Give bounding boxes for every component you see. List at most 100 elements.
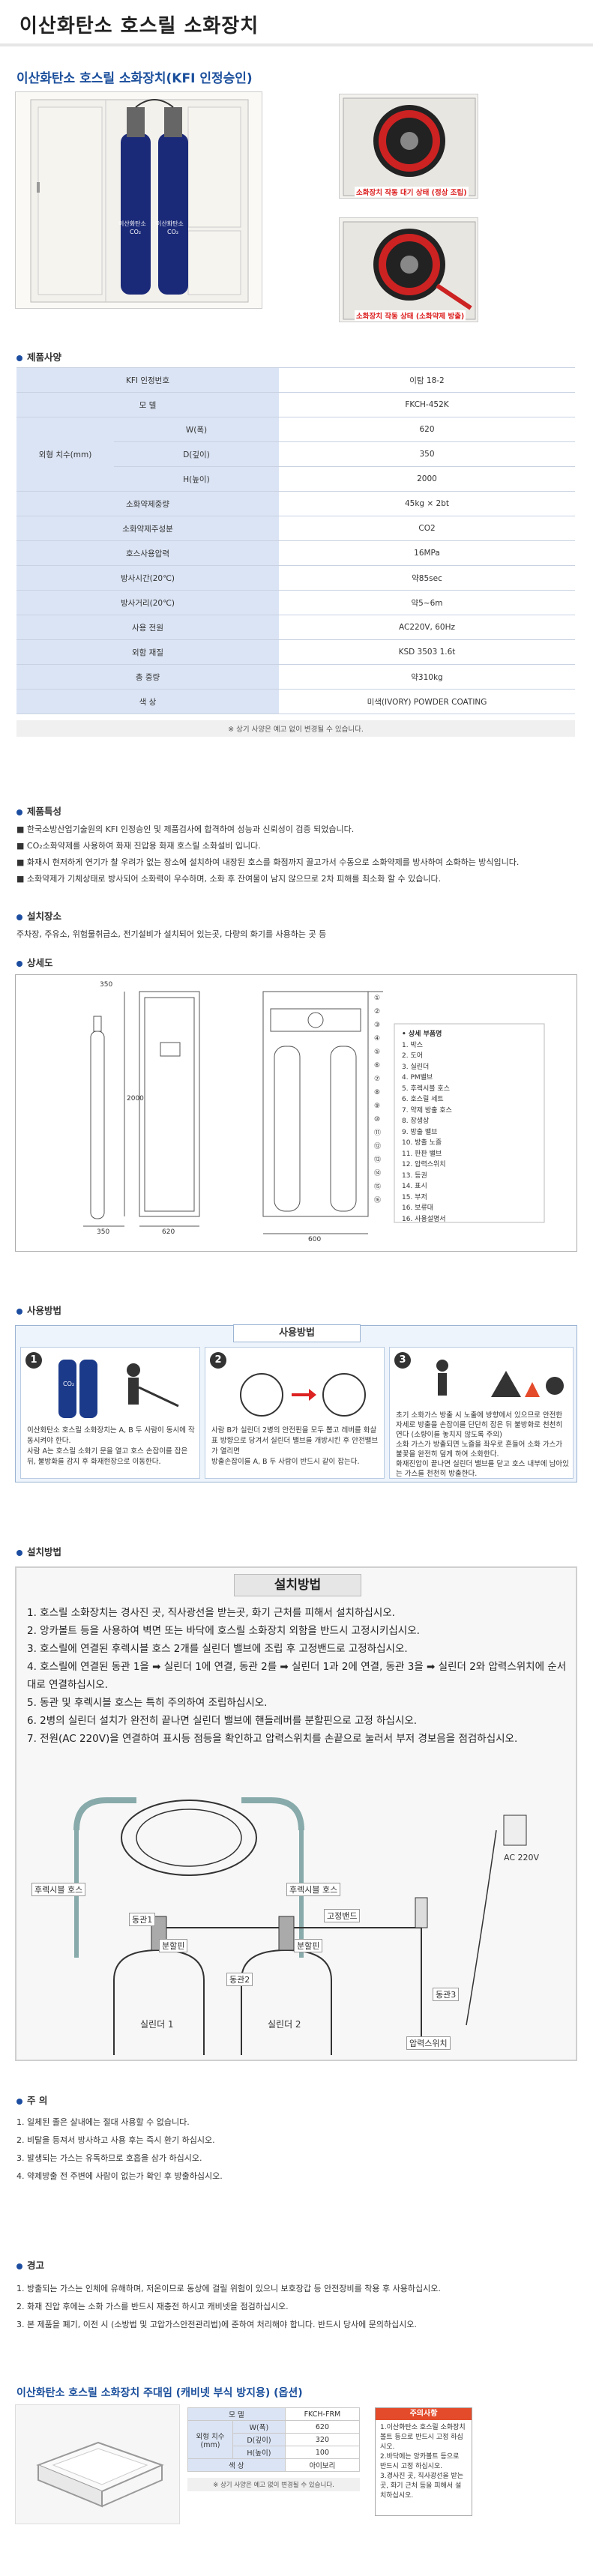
places-text: 주차장, 주유소, 위험물취급소, 전기설비가 설치되어 있는곳, 다량의 화기…: [16, 929, 327, 939]
usage-step-2: 2 사람 B가 실린더 2병의 안전핀을 모두 뽑고 레버를 화살표 방향으로 …: [205, 1347, 385, 1479]
cabinet-photo: 이산화탄소 CO₂ 이산화탄소 CO₂: [15, 91, 262, 309]
install-panel: 설치방법 1. 호스릴 소화장치는 경사진 곳, 직사광선을 받는곳, 화기 근…: [15, 1566, 577, 2061]
bullet-icon: [16, 1308, 22, 1315]
list-item: 3. 발생되는 가스는 유독하므로 호흡을 삼가 하십시오.: [16, 2153, 202, 2163]
cabinet-photo: [15, 2404, 180, 2524]
dim-width-2: 600: [308, 1236, 322, 1243]
bullet-icon: [16, 1549, 22, 1556]
cabinet-stand-illustration: [36, 2441, 164, 2508]
table-row: H(높이)100: [188, 2446, 361, 2459]
step-1-cylinder-label: CO₂: [63, 1381, 75, 1387]
bullet-icon: [16, 355, 22, 361]
product-subtitle: 이산화탄소 호스릴 소화장치(KFI 인정승인): [16, 71, 253, 86]
list-item: 3. 본 제품을 폐기, 이전 시 (소방법 및 고압가스안전관리법)에 준하여…: [16, 2320, 417, 2329]
list-item: ■ 소화약제가 기체상태로 방사되어 소화력이 우수하며, 소화 후 잔여물이 …: [16, 874, 442, 884]
step-1-illustration: [58, 1360, 179, 1418]
hose-reel-icon: [343, 97, 476, 196]
label-pressure-switch: 압력스위치: [406, 2036, 451, 2050]
usage-panel: 사용방법 1 CO₂ 이산화탄소 호스릴 소화장치는 A, B 두 사람이 동시…: [15, 1324, 577, 1482]
cylinder-label-1: 이산화탄소: [118, 220, 146, 227]
cabinet-note: ※ 상기 사양은 예고 없이 변경될 수 있습니다.: [187, 2478, 360, 2491]
list-item: 1. 호스릴 소화장치는 경사진 곳, 직사광선을 받는곳, 화기 근처를 피해…: [27, 1607, 395, 1619]
features-heading: 제품특성: [16, 803, 61, 818]
bullet-icon: [16, 960, 22, 967]
list-item: 2. 비탈을 등져서 방사하고 사용 후는 즉시 환기 하십시오.: [16, 2135, 215, 2145]
label-power: AC 220V: [504, 1853, 540, 1862]
bullet-icon: [16, 2098, 22, 2105]
step-number-2: 2: [210, 1352, 226, 1369]
label-tube-3: 동관3: [433, 1988, 460, 2001]
label-tube-2: 동관2: [226, 1973, 253, 1986]
usage-banner: 사용방법: [233, 1324, 361, 1342]
cabinet-title: 이산화탄소 호스릴 소화장치 주대임 (캐비넷 부식 방지용) (옵션): [16, 2387, 303, 2399]
list-item: 2. 화재 진압 후에는 소화 가스를 반드시 재충전 하시고 캐비넷을 점검하…: [16, 2302, 289, 2311]
label-tube-1: 동관1: [129, 1913, 156, 1926]
list-item: 2. 앙카볼트 등을 사용하여 벽면 또는 바닥에 호스릴 소화장치 외함을 반…: [27, 1625, 420, 1637]
warning-heading: 경고: [16, 2257, 44, 2272]
label-cylinder-1: 실린더 1: [140, 2019, 174, 2030]
label-cylinder-2: 실린더 2: [268, 2019, 301, 2030]
detail-heading: 상세도: [16, 955, 53, 969]
dim-depth-top: 350: [100, 981, 113, 989]
list-item: ■ 화재시 현저하게 연기가 찰 우려가 없는 장소에 설치하여 내장된 호스를…: [16, 857, 520, 867]
warning-list: 1. 방출되는 가스는 인체에 유해하며, 저온이므로 동상에 걸릴 위험이 있…: [16, 2280, 579, 2334]
list-item: 1. 일체된 졸은 살내에는 절대 사용할 수 없습니다.: [16, 2117, 190, 2127]
page-header: 이산화탄소 호스릴 소화장치: [0, 0, 593, 46]
install-list: 1. 호스릴 소화장치는 경사진 곳, 직사광선을 받는곳, 화기 근처를 피해…: [27, 1604, 568, 1748]
step-2-text: 사람 B가 실린더 2병의 안전핀을 모두 뽑고 레버를 화살표 방향으로 당겨…: [211, 1426, 379, 1466]
detail-drawing-svg: [83, 991, 545, 1234]
label-pin-1: 분할핀: [159, 1939, 188, 1952]
table-row: 방사거리(20℃)약5~6m: [16, 590, 575, 615]
table-row: 외형 치수 (mm)W(폭)620: [187, 2420, 361, 2459]
table-row: H(높이)2000: [16, 466, 575, 492]
cabinet-warning-text: 1.이산화탄소 호스릴 소화장치 볼트 등으로 반드시 고정 하십시오. 2.바…: [380, 2424, 466, 2500]
spec-heading: 제품사양: [16, 349, 61, 364]
install-banner: 설치방법: [234, 1574, 361, 1596]
features-list: ■ 한국소방산업기술원의 KFI 인정승인 및 제품검사에 합격하여 성능과 신…: [16, 821, 579, 887]
bullet-icon: [16, 809, 22, 815]
cylinder-label-1-co2: CO₂: [130, 229, 142, 235]
usage-heading: 사용방법: [16, 1303, 61, 1317]
list-item: 5. 동관 및 후렉시블 호스는 특히 주의하여 조립하십시오.: [27, 1697, 268, 1709]
table-row: 외형 치수(mm)W(폭)620: [16, 417, 575, 492]
spec-note: ※ 상기 사양은 예고 없이 변경될 수 있습니다.: [16, 720, 575, 737]
page-title: 이산화탄소 호스릴 소화장치: [19, 15, 259, 37]
cabinet-warning-box: 주의사항 1.이산화탄소 호스릴 소화장치 볼트 등으로 반드시 고정 하십시오…: [375, 2407, 472, 2516]
install-heading: 설치방법: [16, 1544, 61, 1558]
step-2-illustration: [240, 1373, 366, 1417]
usage-step-1: 1 CO₂ 이산화탄소 호스릴 소화장치는 A, B 두 사람이 동시에 작동시…: [20, 1347, 200, 1479]
caution-list: 1. 일체된 졸은 살내에는 절대 사용할 수 없습니다. 2. 비탈을 등져서…: [16, 2114, 571, 2186]
reel-caption-active: 소화장치 작동 상태 (소화약제 방출): [355, 310, 466, 321]
cabinet-illustration: [30, 99, 249, 303]
step-3-text: 초기 소화가스 방출 시 노출에 방향에서 있으므로 안전한 자세로 방출을 손…: [396, 1411, 569, 1478]
reel-photo-active: 소화장치 작동 상태 (소화약제 방출): [339, 217, 478, 322]
list-item: 7. 전원(AC 220V)을 연결하여 표시등 점등을 확인하고 압력스위치를…: [27, 1733, 518, 1745]
table-row: 방사시간(20℃)약85sec: [16, 565, 575, 591]
hose-reel-active-icon: [343, 221, 476, 320]
cylinder-label-2: 이산화탄소: [156, 220, 184, 227]
list-item: 6. 2병의 실린더 설치가 완전히 끝나면 실린더 밸브에 핸들레버를 분할핀…: [27, 1715, 418, 1727]
reel-photo-standby: 소화장치 작동 대기 상태 (정상 조립): [339, 94, 478, 199]
list-item: 3. 호스릴에 연결된 후렉시블 호스 2개를 실린더 밸브에 조립 후 고정밴…: [27, 1643, 408, 1655]
list-item: ■ CO₂소화약제를 사용하여 화재 진압용 화재 호스릴 소화설비 입니다.: [16, 841, 261, 851]
dim-depth-bottom: 350: [97, 1228, 110, 1236]
label-flex-hose-right: 후렉시블 호스: [286, 1883, 341, 1896]
bullet-icon: [16, 2263, 22, 2269]
dim-width: 620: [162, 1228, 175, 1236]
